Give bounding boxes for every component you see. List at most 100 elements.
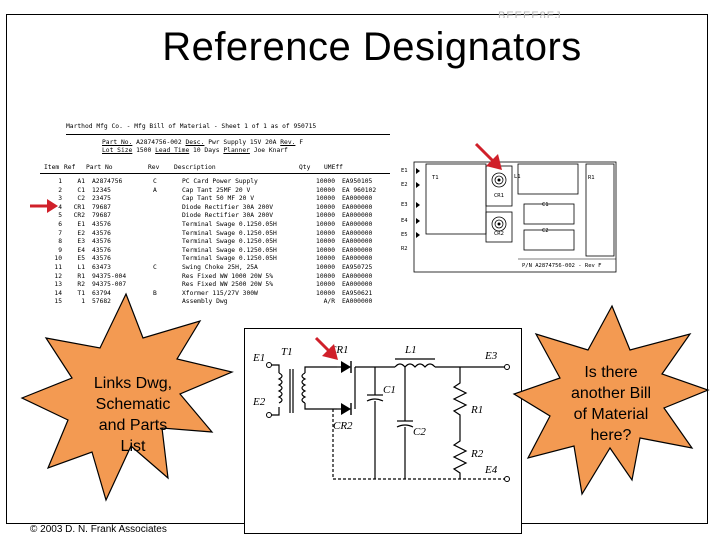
col-qty: Qty [299, 164, 311, 171]
terminal-e2-mark [416, 182, 420, 188]
um-eff-cell: EA000000 [342, 246, 373, 254]
sch-label-e1: E1 [252, 352, 265, 364]
item-number-cell: 15 [54, 298, 62, 306]
cap-c1-outline [523, 203, 575, 225]
item-number-cell: 3 [58, 195, 62, 203]
part-number-cell: 94375-007 [92, 281, 127, 289]
um-eff-cell: EA 960102 [342, 186, 377, 194]
item-number-cell: 5 [58, 212, 62, 220]
cr2-symbol [341, 403, 351, 415]
description-cell: Diode Rectifier 30A 200V [182, 212, 273, 220]
drw-label-e1: E1 [401, 168, 408, 174]
drw-label-l1: L1 [514, 174, 521, 180]
revision-cell [153, 195, 182, 204]
part-number-cell: 79687 [92, 212, 111, 220]
revision-cell [153, 230, 182, 239]
description-cell: Res Fixed WW 1000 20W 5% [182, 272, 273, 280]
item-number-cell: 13 [54, 281, 62, 289]
wire-e1 [269, 364, 280, 373]
description-cell: Terminal Swage 0.1250.05H [182, 238, 277, 246]
sch-label-cr2: CR2 [333, 420, 353, 432]
bom-part-line: Part No. A2874756-002 Desc. Pwr Supply 1… [102, 139, 303, 146]
schematic-svg: E1 E2 T1 CR1 CR2 L1 C1 R1 R2 C2 E3 E4 [252, 344, 510, 482]
drw-label-c1: C1 [542, 202, 549, 208]
planner-value: Joe Knarf [253, 147, 288, 154]
sch-label-e2: E2 [252, 396, 266, 408]
part-number-cell: 43576 [92, 229, 111, 237]
cr2-center [497, 222, 501, 226]
copyright-footer: © 2003 D. N. Frank Associates [30, 524, 167, 535]
um-eff-cell: EA950621 [342, 289, 373, 297]
um-eff-cell: EA000000 [342, 238, 373, 246]
sch-label-e4: E4 [484, 464, 498, 476]
quantity-cell: 10000 [316, 246, 335, 254]
revision-cell [153, 221, 182, 230]
revision-cell [153, 281, 182, 290]
revision-cell [153, 273, 182, 282]
um-eff-cell: EA950105 [342, 178, 373, 185]
description-cell: Swing Choke 25H, 25A [182, 263, 258, 271]
quantity-cell: 10000 [316, 220, 335, 228]
quantity-cell: 10000 [316, 238, 335, 246]
wire-sec-top [304, 366, 337, 373]
cr2-outer [491, 216, 507, 232]
lot-size-label: Lot Size [102, 147, 133, 154]
quantity-cell: 10000 [316, 263, 335, 271]
part-number-cell: 63473 [92, 263, 111, 271]
description-cell: Terminal Swage 0.1250.05H [182, 246, 277, 254]
sch-label-e3: E3 [484, 350, 498, 362]
terminal-e5-mark [416, 232, 420, 238]
wire-e2 [269, 407, 280, 416]
revision-cell [153, 238, 182, 247]
quantity-cell: 10000 [316, 178, 335, 185]
callout-left-text: Links Dwg, Schematic and Parts List [78, 373, 188, 457]
part-number-cell: 43576 [92, 220, 111, 228]
description-cell: Xformer 115/27V 300W [182, 289, 258, 297]
ref-designator-cell: 1 [81, 298, 85, 306]
terminal-e4-mark [416, 218, 420, 224]
drw-label-t1: T1 [432, 175, 439, 181]
callout-left-line: and Parts [98, 417, 168, 434]
rev-label: Rev. [280, 139, 296, 146]
quantity-cell: A/R [323, 298, 335, 306]
um-eff-cell: EA000000 [342, 229, 373, 237]
item-number-cell: 10 [54, 255, 62, 263]
part-number-cell: A2874756 [92, 178, 123, 185]
ref-designator-cell: C1 [77, 186, 85, 194]
cr1-outer [491, 172, 507, 188]
item-number-cell: 2 [58, 186, 62, 194]
um-eff-cell: EA950725 [342, 263, 373, 271]
col-umeff: UMEff [324, 164, 343, 171]
ground-return [332, 409, 507, 480]
diode-block-2 [485, 211, 513, 243]
slide-title: Reference Designators [162, 24, 582, 69]
choke-outline [517, 163, 579, 195]
ref-designator-cell: E5 [77, 255, 85, 263]
drw-label-r1: R1 [588, 175, 595, 181]
quantity-cell: 10000 [316, 281, 335, 289]
callout-right-line: Is there [584, 364, 638, 381]
part-no-value: A2874756-002 [136, 139, 182, 146]
desc-value: Pwr Supply 15V 20A [208, 139, 277, 146]
e1-terminal [266, 362, 272, 368]
drw-label-cr2: CR2 [494, 231, 504, 237]
cr2-inner [494, 219, 504, 229]
sch-label-c2: C2 [413, 426, 426, 438]
bom-divider [66, 134, 390, 135]
col-rev: Rev [148, 164, 160, 171]
ref-designator-cell: C2 [77, 195, 85, 203]
item-number-cell: 9 [58, 246, 62, 254]
col-part-no: Part No [86, 164, 113, 171]
part-number-cell: 43576 [92, 255, 111, 263]
drw-label-c2: C2 [542, 228, 549, 234]
um-eff-cell: EA000000 [342, 220, 373, 228]
rev-value: F [299, 139, 304, 146]
lead-time-value: 10 Days [193, 147, 220, 154]
um-eff-cell: EA000000 [342, 212, 373, 220]
ref-designator-cell: E2 [77, 229, 85, 237]
